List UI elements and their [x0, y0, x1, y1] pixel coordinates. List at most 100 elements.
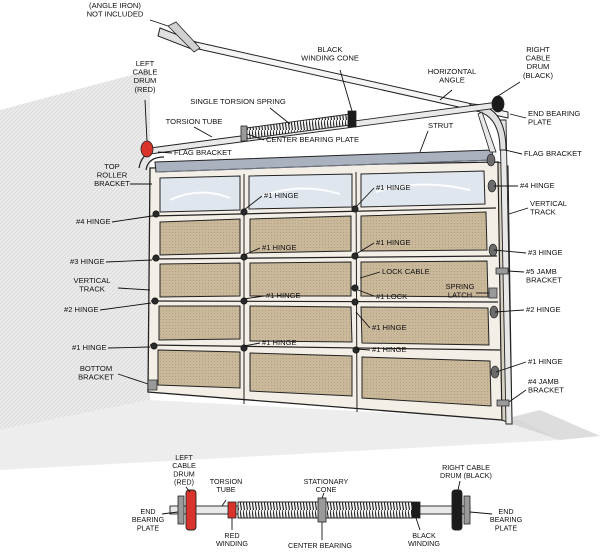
- detail-end-bearing-plate-right: [463, 495, 471, 525]
- spring-latch: [488, 287, 498, 299]
- leader-line: [494, 309, 525, 313]
- wall-background: [0, 70, 600, 470]
- raised-panel-r3-c1: [158, 305, 241, 341]
- leader-line: [107, 346, 151, 349]
- hinge-marker: [351, 252, 359, 260]
- jamb-bracket-4: [496, 399, 510, 407]
- detail-right-cable-drum: [451, 489, 463, 531]
- leader-line: [243, 247, 261, 256]
- leader-line: [457, 480, 461, 491]
- leader-line: [321, 492, 325, 499]
- leader-line: [493, 249, 527, 254]
- leader-line: [117, 287, 151, 291]
- label-door-hinge-1-right: #1 HINGE: [528, 357, 563, 366]
- label-door-hinge-1-b: #1 HINGE: [376, 183, 411, 192]
- leader-line: [508, 389, 527, 403]
- raised-panel-r2-c3: [360, 260, 489, 298]
- leader-line: [509, 113, 527, 119]
- detail-left-cable-drum: [185, 489, 197, 531]
- detail-end-bearing-plate-left: [177, 495, 185, 525]
- leader-line: [469, 511, 493, 515]
- raised-panel-r3-c3: [360, 306, 490, 346]
- label-door-hinge-1-c: #1 HINGE: [262, 243, 297, 252]
- leader-line: [185, 486, 191, 493]
- hinge-marker: [351, 298, 359, 306]
- hinges: [150, 205, 360, 354]
- jamb-bracket-5: [495, 267, 509, 275]
- leader-line: [355, 311, 371, 329]
- door-panels: [157, 211, 492, 407]
- label-door-lock-cable: LOCK CABLE: [382, 267, 430, 276]
- spring-assembly-detail: [169, 489, 471, 531]
- right-cable-drum: [491, 95, 505, 113]
- label-door-center-bearing-plate: CENTER BEARING PLATE: [266, 135, 359, 144]
- leader-line: [246, 133, 265, 141]
- leader-line: [157, 151, 173, 154]
- leader-line: [359, 271, 381, 279]
- leader-line: [193, 126, 213, 138]
- leader-line: [507, 270, 525, 273]
- label-door-hinge-4-left: #4 HINGE: [76, 217, 111, 226]
- hinge-marker: [351, 284, 359, 292]
- hinge-marker: [351, 205, 359, 213]
- label-door-hinge-1-a: #1 HINGE: [264, 191, 299, 200]
- leader-line: [495, 361, 527, 373]
- garage-door: [147, 149, 513, 425]
- label-door-hinge-1-d: #1 HINGE: [376, 238, 411, 247]
- label-door-hinge-3-right: #3 HINGE: [528, 248, 563, 257]
- label-door-hinge-1-e: #1 HINGE: [266, 291, 301, 300]
- horizontal-angle: [157, 21, 509, 153]
- hinge-marker: [152, 210, 160, 218]
- hinge-marker: [240, 297, 248, 305]
- section-joints: [149, 207, 501, 351]
- center-bearing-plate: [240, 125, 248, 142]
- label-door-hinge-1-left: #1 HINGE: [72, 343, 107, 352]
- raised-panel-r1-c3: [360, 211, 488, 252]
- leader-line: [117, 373, 149, 385]
- hinge-marker: [151, 297, 159, 305]
- label-door-hinge-1-f: #1 HINGE: [372, 323, 407, 332]
- leader-line: [105, 259, 153, 263]
- window-row: [159, 170, 486, 213]
- raised-panel-r1-c2: [249, 215, 352, 254]
- detail-stationary-cone: [317, 497, 327, 523]
- leader-line: [243, 295, 265, 300]
- leader-line: [111, 215, 153, 223]
- label-door-single-torsion-spring: SINGLE TORSION SPRING: [190, 97, 286, 106]
- label-door-hinge-4-right: #4 HINGE: [520, 181, 555, 190]
- hinge-marker: [152, 254, 160, 262]
- leader-line: [144, 99, 148, 142]
- label-door-flag-bracket-right: FLAG BRACKET: [524, 149, 582, 158]
- leader-line: [357, 289, 375, 297]
- leader-line: [243, 342, 261, 347]
- leader-line: [149, 19, 169, 27]
- label-door-strut: STRUT: [428, 121, 454, 130]
- leader-line: [221, 499, 227, 507]
- leader-line: [99, 302, 152, 311]
- hinge-marker: [150, 342, 158, 350]
- label-door-lock-1: #1 LOCK: [376, 292, 407, 301]
- label-door-hinge-2-left: #2 HINGE: [64, 305, 99, 314]
- leader-line: [269, 107, 291, 125]
- leader-line: [419, 130, 429, 153]
- raised-panel-r3-c2: [249, 305, 353, 343]
- detail-black-winding: [411, 501, 421, 519]
- detail-red-winding: [227, 501, 237, 519]
